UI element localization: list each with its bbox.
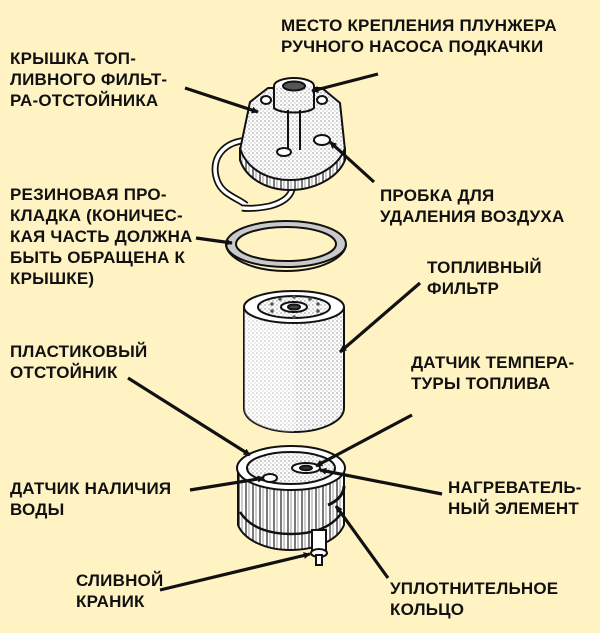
fuel-filter-cartridge [243, 290, 345, 434]
label-heater: НАГРЕВАТЕЛЬ- НЫЙ ЭЛЕМЕНТ [448, 478, 582, 518]
label-drain-valve: СЛИВНОЙ КРАНИК [76, 571, 164, 611]
arrow-temp-sensor [315, 413, 413, 468]
plastic-sump [236, 445, 346, 566]
arrow-air-plug [328, 140, 376, 184]
arrow-heater [319, 467, 443, 496]
label-plastic-sump: ПЛАСТИКОВЫЙ ОТСТОЙНИК [10, 342, 148, 382]
label-rubber-gasket: РЕЗИНОВАЯ ПРО- КЛАДКА (КОНИЧЕС- КАЯ ЧАСТ… [10, 185, 193, 288]
label-plunger-mount: МЕСТО КРЕПЛЕНИЯ ПЛУНЖЕРА РУЧНОГО НАСОСА … [281, 16, 557, 56]
label-fuel-filter: ТОПЛИВНЫЙ ФИЛЬТР [427, 258, 542, 298]
arrow-filter-cover [184, 86, 259, 114]
filter-cover [211, 77, 346, 212]
arrow-plastic-sump [127, 376, 251, 457]
arrow-water-sensor [189, 475, 265, 492]
arrow-seal-ring [334, 505, 390, 579]
label-filter-cover: КРЫШКА ТОП- ЛИВНОГО ФИЛЬТ- РА-ОТСТОЙНИКА [10, 49, 168, 110]
label-water-sensor: ДАТЧИК НАЛИЧИЯ ВОДЫ [10, 479, 172, 519]
label-air-plug: ПРОБКА ДЛЯ УДАЛЕНИЯ ВОЗДУХА [380, 186, 565, 226]
label-seal-ring: УПЛОТНИТЕЛЬНОЕ КОЛЬЦО [390, 579, 559, 619]
label-temp-sensor: ДАТЧИК ТЕМПЕРА- ТУРЫ ТОПЛИВА [411, 353, 575, 393]
leader-arrows [127, 72, 443, 592]
rubber-gasket [225, 220, 347, 273]
arrow-fuel-filter [338, 281, 422, 354]
arrow-plunger-mount [311, 72, 379, 93]
arrow-drain-valve [159, 552, 311, 592]
arrow-rubber-gasket [195, 236, 233, 246]
